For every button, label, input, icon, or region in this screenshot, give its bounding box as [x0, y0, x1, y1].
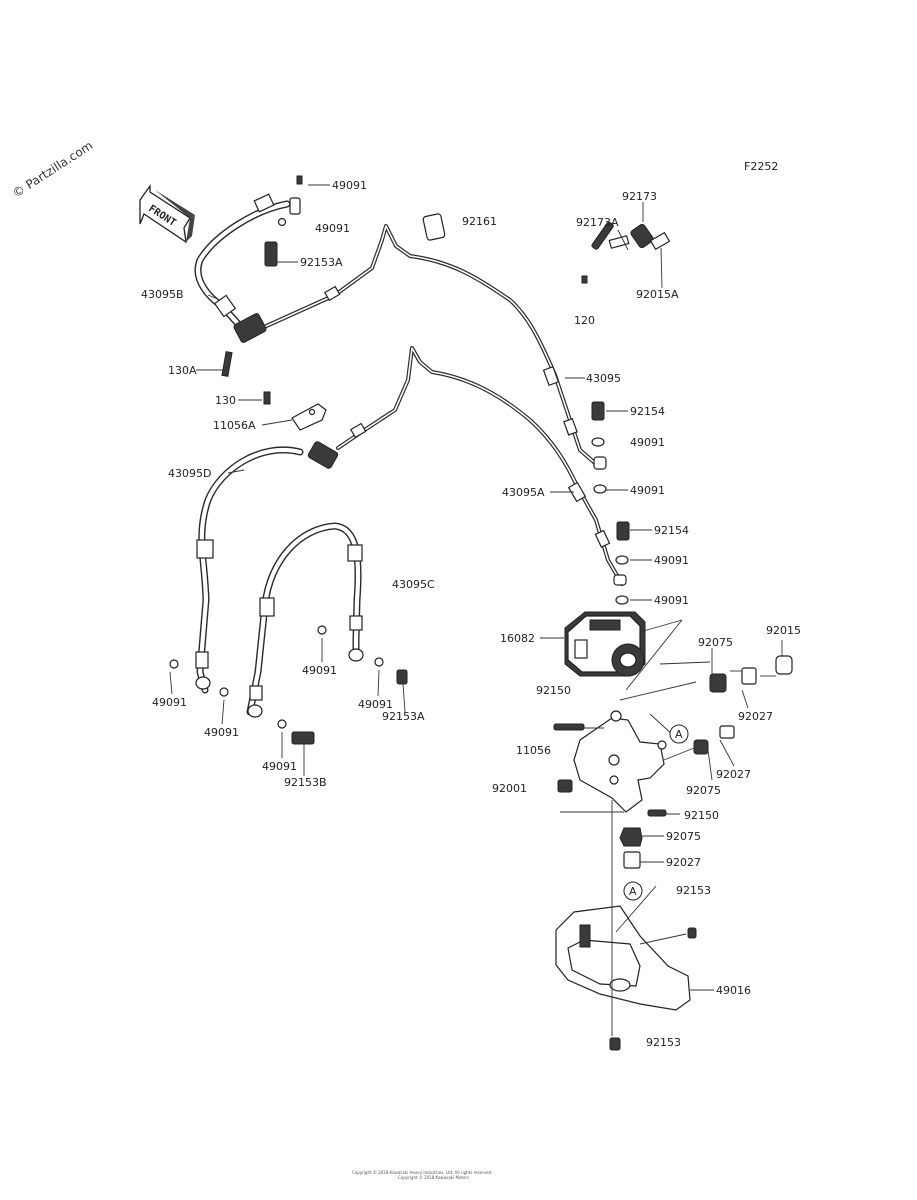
- label-92001: 92001: [492, 782, 527, 795]
- dampers-and-collars: [557, 655, 793, 1051]
- front-arrow-icon: FRONT: [139, 183, 195, 244]
- label-92173: 92173: [622, 190, 657, 203]
- label-92153A: 92153A: [382, 710, 425, 723]
- label-49091: 49091: [630, 436, 665, 449]
- part-labels: 49091 49091 92153A 43095B 130A 92161 921…: [141, 179, 801, 1049]
- callout-a-lower: A: [623, 881, 643, 901]
- label-92027: 92027: [716, 768, 751, 781]
- pipe-lower: [336, 346, 624, 586]
- label-49091: 49091: [654, 554, 689, 567]
- label-49091: 49091: [358, 698, 393, 711]
- label-92075: 92075: [686, 784, 721, 797]
- label-43095D: 43095D: [168, 467, 211, 480]
- label-92153B: 92153B: [284, 776, 327, 789]
- hardware: [169, 175, 671, 745]
- label-43095B: 43095B: [141, 288, 184, 301]
- leader-lines: [169, 184, 783, 1036]
- label-92154: 92154: [630, 405, 665, 418]
- label-43095A: 43095A: [502, 486, 545, 499]
- footer-line-1: Copyright © 2018 Kawasaki Heavy Industri…: [352, 1170, 492, 1175]
- callout-a-label: A: [675, 728, 683, 741]
- diagram-code: F2252: [744, 160, 778, 173]
- label-49091: 49091: [262, 760, 297, 773]
- label-92161: 92161: [462, 215, 497, 228]
- label-130A: 130A: [168, 364, 197, 377]
- hose-43095D: [196, 446, 304, 694]
- watermark-text: © Partzilla.com: [10, 138, 95, 200]
- label-92075: 92075: [698, 636, 733, 649]
- label-92027: 92027: [738, 710, 773, 723]
- abs-hydraulic-unit: [564, 611, 646, 677]
- label-49016: 49016: [716, 984, 751, 997]
- label-49091: 49091: [654, 594, 689, 607]
- abs-bracket: [553, 710, 667, 813]
- clamp-11056A: [291, 403, 327, 431]
- label-92154: 92154: [654, 524, 689, 537]
- label-16082: 16082: [500, 632, 535, 645]
- hose-fittings: [195, 193, 611, 701]
- label-92015A: 92015A: [636, 288, 679, 301]
- label-49091: 49091: [332, 179, 367, 192]
- label-92015: 92015: [766, 624, 801, 637]
- hose-43095B: [194, 200, 291, 330]
- footer-line-2: Copyright © 2018 Kawasaki Motors: [398, 1175, 469, 1180]
- label-43095C: 43095C: [392, 578, 435, 591]
- label-92153: 92153: [646, 1036, 681, 1049]
- label-130: 130: [215, 394, 236, 407]
- label-43095: 43095: [586, 372, 621, 385]
- pipe-upper: [260, 224, 598, 466]
- label-120: 120: [574, 314, 595, 327]
- label-92150: 92150: [684, 809, 719, 822]
- label-92153: 92153: [676, 884, 711, 897]
- label-92153A: 92153A: [300, 256, 343, 269]
- label-49091: 49091: [302, 664, 337, 677]
- callout-a-upper: A: [669, 724, 689, 744]
- banjo-fittings: [195, 197, 627, 718]
- label-92173A: 92173A: [576, 216, 619, 229]
- hose-43095C: [246, 522, 362, 716]
- abs-cover: [555, 905, 691, 1011]
- label-49091: 49091: [315, 222, 350, 235]
- label-49091: 49091: [152, 696, 187, 709]
- label-11056A: 11056A: [213, 419, 256, 432]
- label-49091: 49091: [630, 484, 665, 497]
- label-11056: 11056: [516, 744, 551, 757]
- label-49091: 49091: [204, 726, 239, 739]
- callout-a-label: A: [629, 885, 637, 898]
- label-92150: 92150: [536, 684, 571, 697]
- label-92075: 92075: [666, 830, 701, 843]
- label-92027: 92027: [666, 856, 701, 869]
